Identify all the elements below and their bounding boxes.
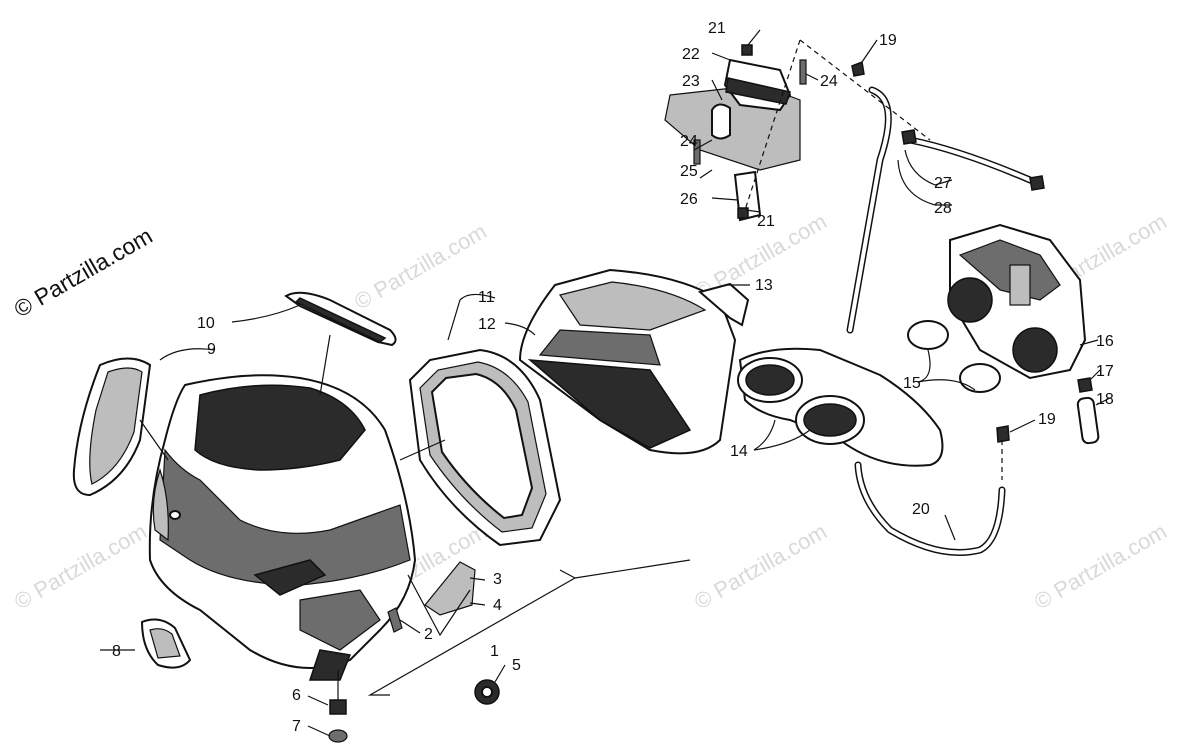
callout-1: 1 [490,643,499,660]
callout-12: 12 [478,316,496,333]
callout-16: 16 [1096,333,1114,350]
callout-22: 22 [682,46,700,63]
callout-26: 26 [680,191,698,208]
part-18-hose-segment [1076,396,1100,445]
part-27-hose-inner [908,138,1032,182]
callout-7: 7 [292,718,301,735]
part-8-inner [149,628,181,659]
callout-27: 27 [934,175,952,192]
watermark-7: © Partzilla.com [1030,519,1171,615]
part-27-clamp-end [1029,175,1045,191]
callout-17: 17 [1096,363,1114,380]
callout-2: 2 [424,626,433,643]
callout-21-top: 21 [708,20,726,37]
part-15-clamp-2 [959,363,1001,393]
callout-14: 14 [730,443,748,460]
callout-5: 5 [512,657,521,674]
part-21-nut-bottom [737,207,749,219]
bracket-assembly-top [664,44,807,222]
vent-hose-long-inner [848,88,891,332]
watermark-1: © Partzilla.com [350,219,491,315]
part-2-fastener [387,607,403,633]
callout-4: 4 [493,597,502,614]
callout-21-bottom: 21 [757,213,775,230]
part-24-bolt-right [799,59,807,85]
part-19-clamp-lower [996,425,1010,443]
callout-20: 20 [912,501,930,518]
part-12-airbox [518,268,737,455]
callout-6: 6 [292,687,301,704]
callout-11: 11 [478,289,495,306]
part-24-bolt-left [693,139,701,165]
callout-28: 28 [934,200,952,217]
part-6-clip [329,699,347,715]
part-16-throttle-body [947,223,1087,380]
partzilla-watermark: © Partzilla.com [10,222,157,322]
part-10-trim-shade [294,297,387,343]
part-15-clamp-1 [907,320,949,350]
part-11-opening [430,372,534,520]
leader-lines [100,29,1111,737]
callout-13: 13 [755,277,773,294]
part-20-hose [854,461,1006,556]
callout-24-left: 24 [680,133,698,150]
part-21-nut-top [741,44,753,56]
part-28-clamp [901,129,917,145]
callout-15: 15 [903,375,921,392]
watermark-6: © Partzilla.com [690,519,831,615]
part-20-hose-inner [856,463,1004,555]
part-14-intake-boots [737,347,944,467]
watermark-4: © Partzilla.com [10,519,151,615]
part-9-inner [89,367,143,485]
part-19-clamp-upper [851,60,865,77]
part-17-clip [1077,377,1093,393]
callout-24-right: 24 [820,73,838,90]
callout-10: 10 [197,315,215,332]
callout-9: 9 [207,341,216,358]
callout-3: 3 [493,571,502,588]
callout-labels: 1 2 3 4 5 6 7 8 9 10 11 12 13 14 15 16 1… [112,20,1114,735]
callout-25: 25 [680,163,698,180]
callout-8: 8 [112,643,121,660]
callout-18: 18 [1096,391,1114,408]
hood-assembly [148,374,417,681]
callout-19-top: 19 [879,32,897,49]
callout-19-bottom: 19 [1038,411,1056,428]
part-7-screw [328,729,348,743]
callout-23: 23 [682,73,700,90]
